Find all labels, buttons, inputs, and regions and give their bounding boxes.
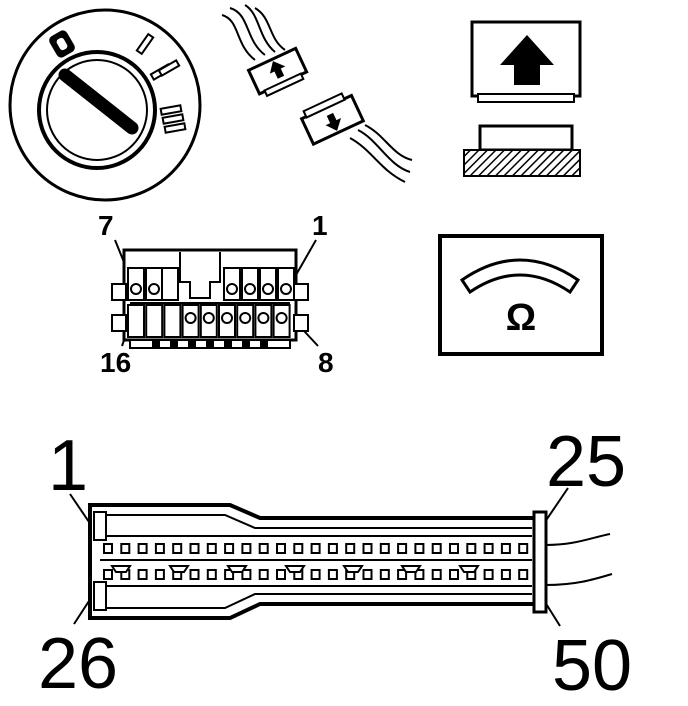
pin-top: [310, 543, 321, 554]
pin-tab: [170, 341, 178, 347]
pin-top: [120, 543, 131, 554]
pin-bottom: [362, 569, 373, 580]
pin-top: [379, 543, 390, 554]
pin-bottom: [500, 569, 511, 580]
pin-top: [258, 543, 269, 554]
pin-label-26: 26: [38, 624, 118, 704]
pin-tab: [224, 341, 232, 347]
pin-contact: [184, 312, 197, 324]
pin-top: [466, 543, 477, 554]
pin-tab: [152, 341, 160, 347]
pin-top: [414, 543, 425, 554]
pin-contact: [280, 283, 292, 295]
pin-top: [483, 543, 494, 554]
pin-bottom: [258, 569, 269, 580]
pin-contact: [239, 312, 252, 324]
pin-top: [345, 543, 356, 554]
key-notch: [168, 565, 190, 573]
pin-label-7: 7: [98, 210, 114, 241]
pin-contact: [226, 283, 238, 295]
pin-cell: [163, 304, 182, 338]
pin-top: [518, 543, 529, 554]
pin-bottom: [518, 569, 529, 580]
pin-bottom: [483, 569, 494, 580]
key-notch: [458, 565, 480, 573]
pin-bottom: [379, 569, 390, 580]
connector-50pin: 1 25 26 50: [38, 422, 632, 706]
arrow-up-icon: [500, 35, 554, 85]
pin-label-1: 1: [312, 210, 328, 241]
pin-contact: [148, 283, 160, 295]
pin-bottom: [310, 569, 321, 580]
pin-cell: [145, 304, 164, 338]
pin-top: [189, 543, 200, 554]
key-position-two-icon: [149, 59, 181, 81]
pin-top: [224, 543, 235, 554]
key-position-zero-icon: [49, 30, 75, 58]
pin-bottom: [431, 569, 442, 580]
pin-label-8: 8: [318, 347, 334, 378]
pin-bottom: [103, 569, 113, 580]
ohm-symbol: Ω: [506, 297, 536, 339]
pin-top: [137, 543, 148, 554]
pin-top: [327, 543, 338, 554]
pin-contact: [275, 312, 288, 324]
pin-bottom: [241, 569, 252, 580]
pin-top: [103, 543, 113, 554]
pin-cell: [161, 267, 179, 301]
pin-label-25: 25: [546, 422, 626, 502]
pin-bottom: [327, 569, 338, 580]
pin-bottom: [137, 569, 148, 580]
pin-bottom: [276, 569, 286, 580]
key-position-three-icon: [159, 104, 187, 134]
pin-contact: [130, 283, 142, 295]
pin-top: [276, 543, 286, 554]
ohmmeter-icon: Ω: [438, 234, 604, 356]
pin-contact: [202, 312, 215, 324]
key-notch: [226, 565, 248, 573]
pin-bottom: [189, 569, 200, 580]
pin-contact: [221, 312, 233, 324]
pin-bottom: [397, 569, 408, 580]
pin-contact: [244, 283, 256, 295]
pin-bottom: [449, 569, 459, 580]
pin-bottom: [224, 569, 235, 580]
pin-tab: [260, 341, 268, 347]
pin-top: [500, 543, 511, 554]
pin-bottom: [206, 569, 217, 580]
key-position-one-icon: [135, 32, 155, 56]
pin-top: [397, 543, 408, 554]
ignition-switch: 0: [8, 8, 202, 202]
push-button-icon: [463, 20, 582, 177]
pin-top: [154, 543, 165, 554]
pin-tab: [242, 341, 250, 347]
pin-label-1-large: 1: [48, 426, 88, 506]
connector-16pin: 7 1 16 8: [98, 210, 334, 378]
pin-label-16: 16: [100, 347, 131, 378]
pin-top: [449, 543, 459, 554]
pin-top: [431, 543, 442, 554]
key-notch: [284, 565, 306, 573]
pin-contact: [257, 312, 270, 324]
pin-top: [293, 543, 304, 554]
pin-tab: [206, 341, 214, 347]
connector-disconnect-icon: [221, 4, 413, 183]
key-notch: [342, 565, 364, 573]
pin-top: [172, 543, 183, 554]
key-notch: [110, 565, 132, 573]
key-notch: [400, 565, 422, 573]
pin-bottom: [154, 569, 165, 580]
pin-bottom: [414, 569, 425, 580]
pin-top: [362, 543, 373, 554]
pin-label-50: 50: [552, 626, 632, 706]
pin-contact: [262, 283, 274, 295]
key-slot-icon: [58, 68, 139, 135]
pin-top: [206, 543, 217, 554]
pin-cell: [127, 304, 145, 338]
pin-top: [241, 543, 252, 554]
pin-tab: [188, 341, 196, 347]
